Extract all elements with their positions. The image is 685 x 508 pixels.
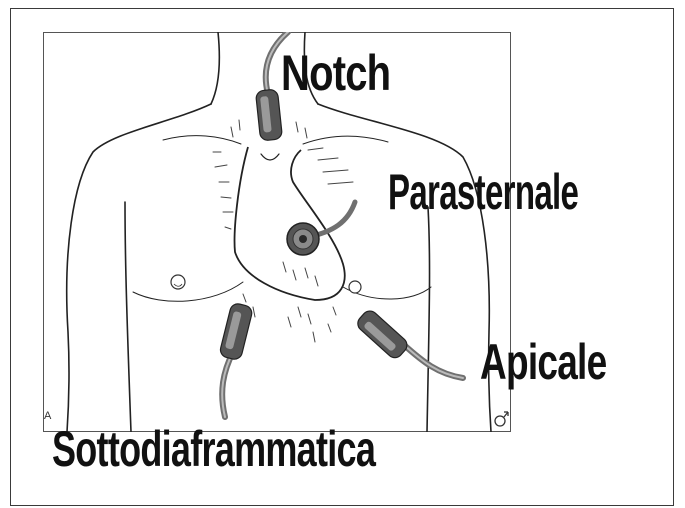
label-apicale: Apicale [480,333,606,391]
chest-illustration [43,32,511,432]
label-sottodiaframmatica: Sottodiaframmatica [52,420,375,478]
label-parasternale: Parasternale [388,163,578,221]
panel-letter: A [44,410,51,422]
right-nipple [349,281,361,293]
left-nipple [171,275,185,289]
label-notch: Notch [281,44,390,102]
